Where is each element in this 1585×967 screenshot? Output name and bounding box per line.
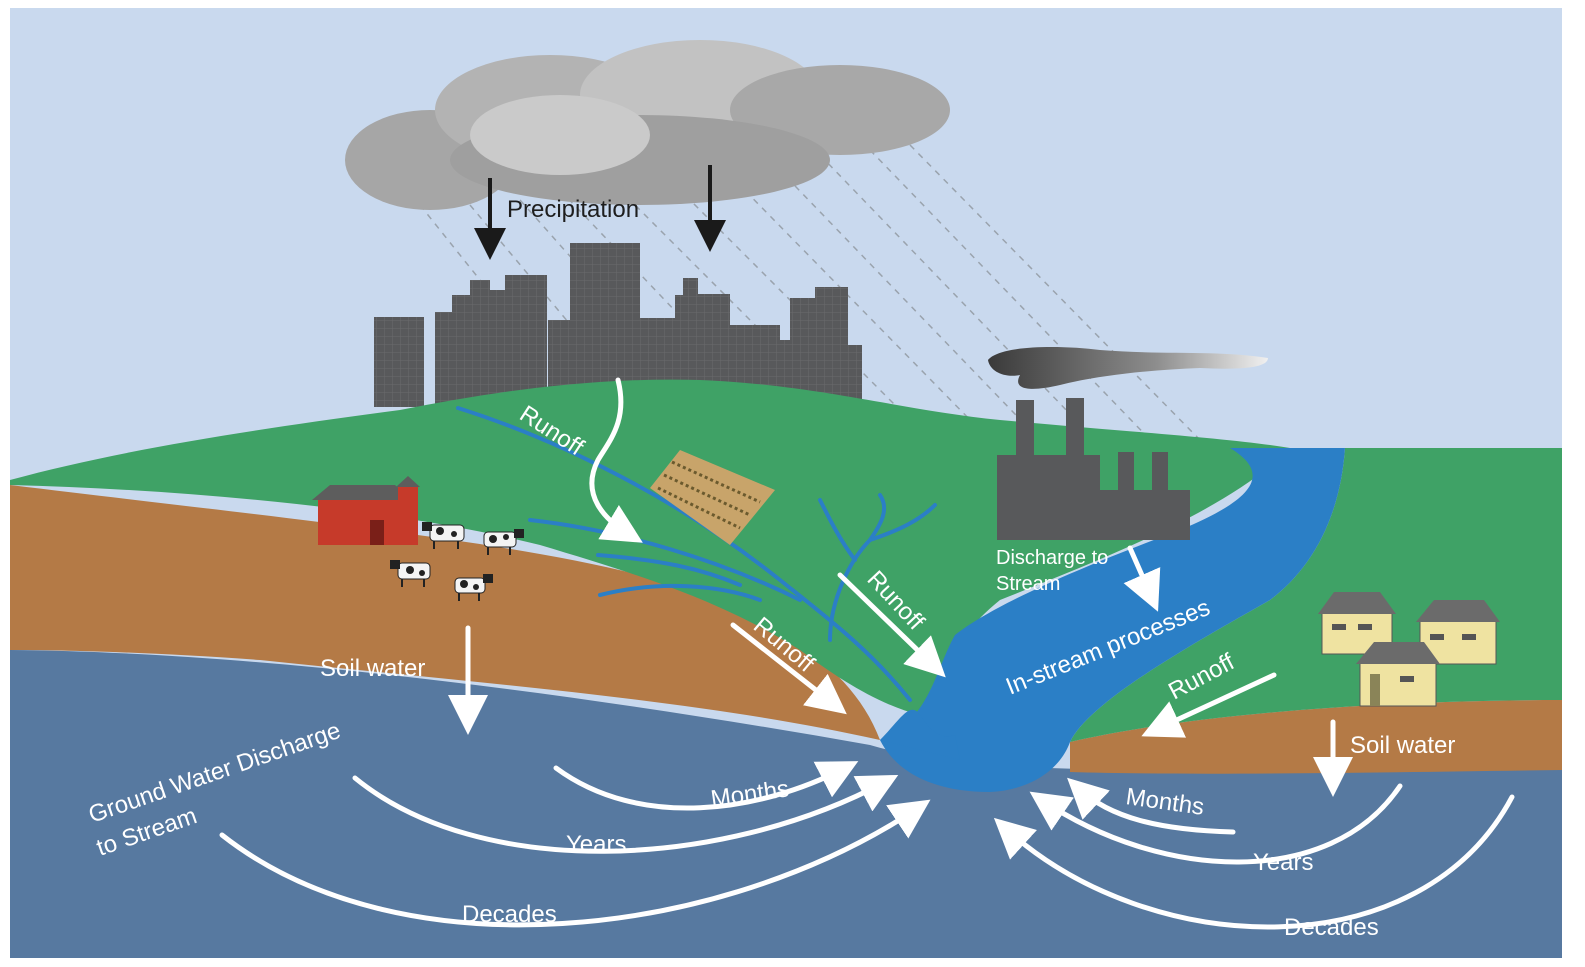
discharge-label-line2: Stream <box>996 573 1060 595</box>
left-decades-label: Decades <box>462 901 557 928</box>
factory-smoke <box>988 347 1268 389</box>
houses <box>1318 592 1500 707</box>
rain-cloud <box>345 40 950 210</box>
left-years-arrow <box>352 774 899 854</box>
factory <box>997 398 1190 540</box>
soil-water-label-right: Soil water <box>1350 732 1455 759</box>
discharge-arrow <box>1123 545 1161 612</box>
right-months-arrow <box>1067 777 1236 835</box>
soil-water-label-left: Soil water <box>320 655 425 682</box>
soil-layer-right <box>1070 700 1562 774</box>
barn <box>312 476 420 545</box>
land-surface-right <box>1070 448 1562 742</box>
left-months-arrow <box>553 761 859 811</box>
right-years-label: Years <box>1253 849 1314 876</box>
precipitation-label: Precipitation <box>507 196 639 223</box>
cows <box>390 522 524 601</box>
left-decades-arrow <box>219 799 931 928</box>
groundwater-layer <box>10 650 1562 958</box>
runoff-arrow-upper <box>589 377 643 543</box>
stream-mouth <box>880 709 960 760</box>
right-years-arrow <box>1029 783 1403 865</box>
tributaries <box>456 406 937 702</box>
soil-layer-left <box>10 485 880 740</box>
crop-field <box>650 450 775 545</box>
city-skyline <box>374 243 862 410</box>
stream <box>880 448 1345 792</box>
right-decades-label: Decades <box>1284 914 1379 941</box>
runoff-arrow-center <box>837 572 946 678</box>
left-years-label: Years <box>566 831 627 858</box>
right-decades-arrow <box>993 794 1515 930</box>
runoff-arrow-middle <box>730 622 847 715</box>
land-surface-left <box>10 379 1290 715</box>
runoff-arrow-right <box>1141 672 1277 738</box>
discharge-label-line1: Discharge to <box>996 547 1108 569</box>
